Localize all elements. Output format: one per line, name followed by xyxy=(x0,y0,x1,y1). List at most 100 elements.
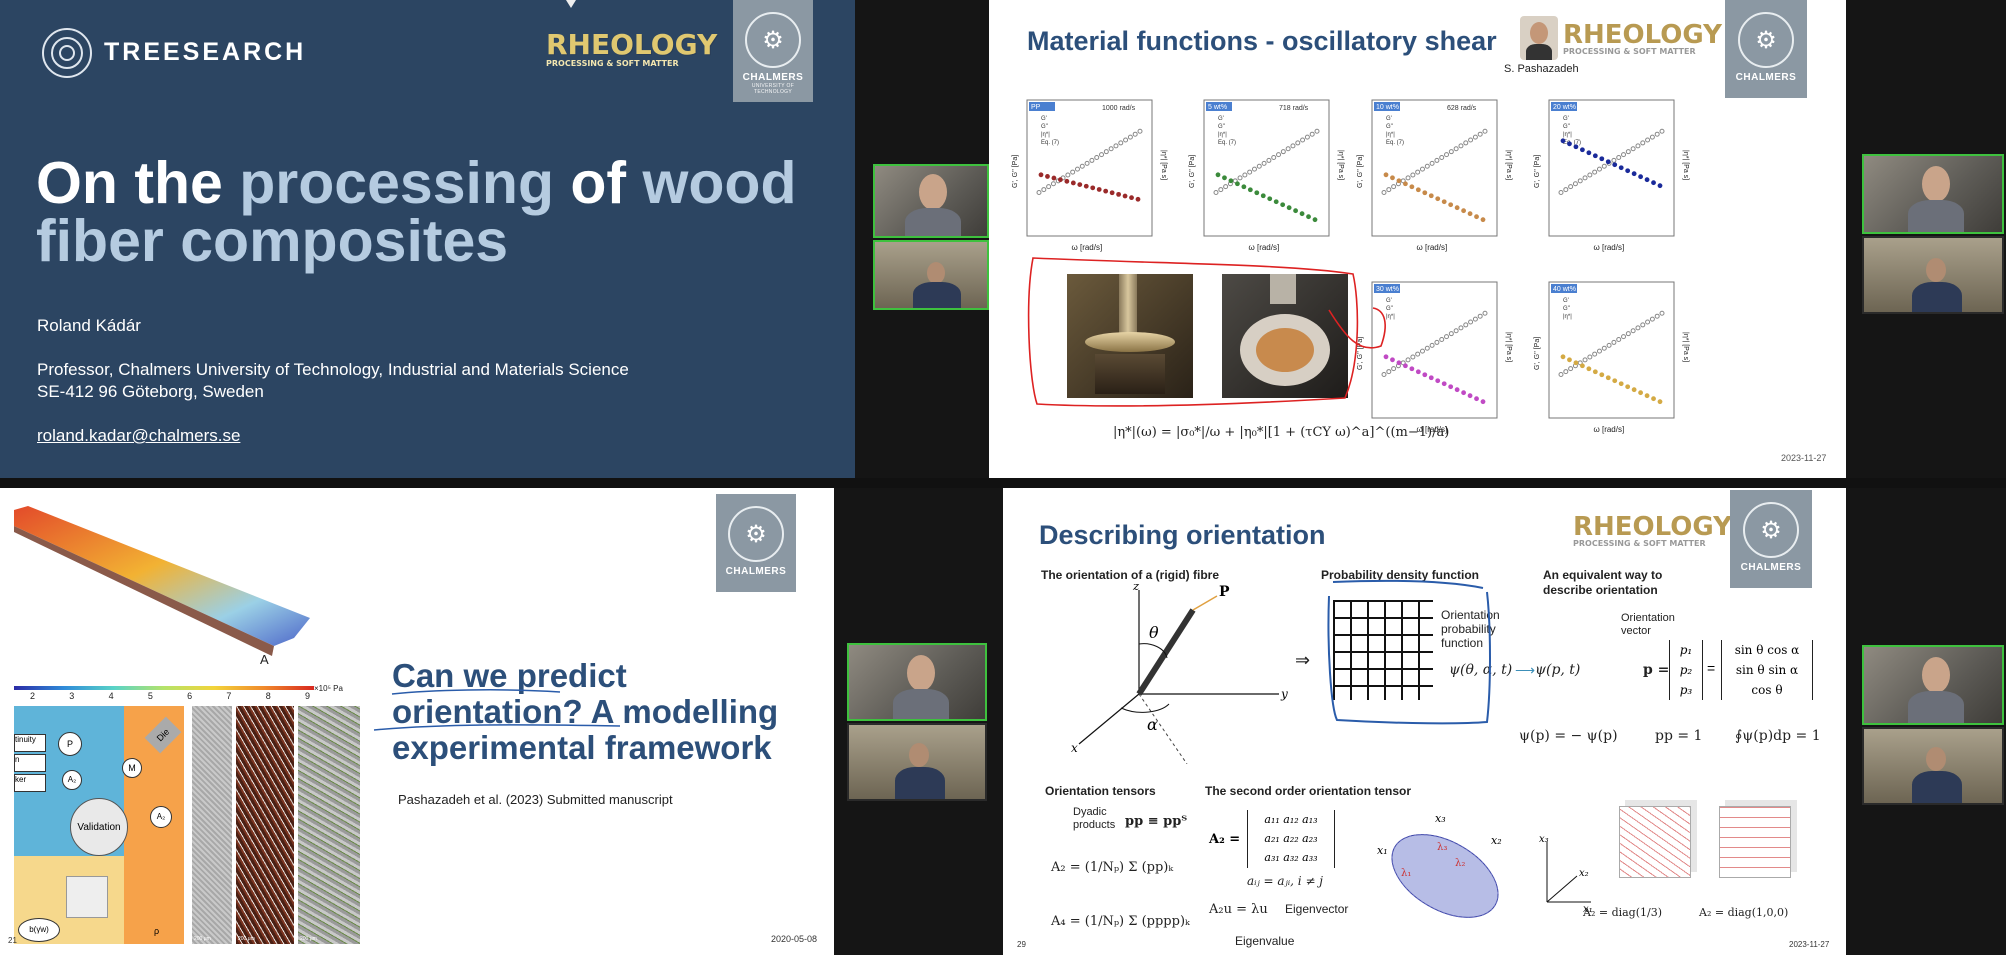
psi-t: ψ(p, t) xyxy=(1535,662,1581,678)
svg-text:|η*| [Pa s]: |η*| [Pa s] xyxy=(1682,332,1689,362)
svg-text:ω [rad/s]: ω [rad/s] xyxy=(1417,243,1448,252)
dyadic-eq: pp ≡ ppᵀ xyxy=(1125,814,1188,829)
video-tile-q1-a[interactable] xyxy=(873,164,989,238)
a2-isotropic: A₂ = diag(1/3) xyxy=(1583,906,1663,919)
svg-text:x₃: x₃ xyxy=(1435,814,1446,825)
aij-symmetry: aᵢⱼ = aⱼᵢ, i ≠ j xyxy=(1247,874,1324,888)
plot-panel-6: 40 wt%G'G''|η*|ω [rad/s]G', G'' [Pa]|η*|… xyxy=(1534,281,1689,434)
slide-title: Describing orientation xyxy=(1039,520,1326,550)
point-label-a: A xyxy=(260,652,269,667)
chalmers-logo: ⚙ CHALMERS xyxy=(716,494,796,592)
svg-text:10 wt%: 10 wt% xyxy=(1376,104,1399,111)
svg-text:ω [rad/s]: ω [rad/s] xyxy=(1594,425,1625,434)
svg-text:x₁: x₁ xyxy=(1583,904,1593,912)
slide-number: 21 xyxy=(8,936,17,945)
svg-text:|η*| [Pa s]: |η*| [Pa s] xyxy=(1682,150,1689,180)
svg-text:ω [rad/s]: ω [rad/s] xyxy=(1594,243,1625,252)
svg-text:Eq. (7): Eq. (7) xyxy=(1218,140,1236,146)
citation: Pashazadeh et al. (2023) Submitted manus… xyxy=(398,792,673,807)
svg-text:ω [rad/s]: ω [rad/s] xyxy=(1417,425,1448,434)
normalization-eq: pp = 1 xyxy=(1655,728,1703,744)
isotropic-cube xyxy=(1619,806,1691,878)
slide-title: Can we predict orientation? A modelling … xyxy=(392,657,779,766)
svg-text:718 rad/s: 718 rad/s xyxy=(1279,105,1309,112)
eigen-eq: A₂u = λu xyxy=(1209,902,1268,917)
slide-number: 29 xyxy=(1017,940,1026,949)
svg-text:G', G'' [Pa]: G', G'' [Pa] xyxy=(1357,337,1364,370)
affiliation-line1: Professor, Chalmers University of Techno… xyxy=(37,360,629,379)
svg-text:|η*| [Pa s]: |η*| [Pa s] xyxy=(1505,150,1512,180)
equation: |η*|(ω) = |σ₀*|/ω + |η₀*|[1 + (τCY ω)^a]… xyxy=(1113,425,1450,440)
svg-text:Eq. (7): Eq. (7) xyxy=(1041,140,1059,146)
chalmers-logo: ⚙ CHALMERS xyxy=(1725,0,1807,98)
affiliation-line2: SE-412 96 Göteborg, Sweden xyxy=(37,382,264,401)
implies-arrow: ⇒ xyxy=(1295,650,1311,670)
video-tile-q2-a[interactable] xyxy=(1862,154,2004,234)
fibre-axes-diagram: z y x P θ α xyxy=(1071,584,1288,764)
eigenvalue-label: Eigenvalue xyxy=(1235,934,1295,948)
colorbar xyxy=(14,686,314,690)
video-tile-q3-a[interactable] xyxy=(847,643,987,721)
svg-text:θ: θ xyxy=(1149,623,1159,642)
email-link[interactable]: roland.kadar@chalmers.se xyxy=(37,426,241,445)
svg-text:G'': G'' xyxy=(1563,306,1570,312)
section-fibre: The orientation of a (rigid) fibre xyxy=(1041,568,1219,582)
arrow-icon: ⟶ xyxy=(1515,662,1536,678)
micrograph-2: 200 μm xyxy=(236,706,294,944)
slide-date: 2020-05-08 xyxy=(771,934,818,944)
presenter-name: S. Pashazadeh xyxy=(1504,63,1579,75)
video-tile-q1-b[interactable] xyxy=(873,240,989,310)
a2-label: A₂ = xyxy=(1209,832,1241,847)
author: Roland Kádár xyxy=(37,316,141,335)
symmetry-eq: ψ(p) = − ψ(p) xyxy=(1519,728,1618,744)
svg-text:G': G' xyxy=(1386,298,1392,304)
q2-slide: Material functions - oscillatory shear R… xyxy=(989,0,1846,478)
chalmers-seal-icon: ⚙ xyxy=(1743,502,1799,558)
svg-text:G': G' xyxy=(1041,116,1047,122)
colorbar-unit: ×10⁵ Pa xyxy=(314,684,343,693)
svg-text:|η*|: |η*| xyxy=(1386,314,1395,320)
presenter-avatar xyxy=(1520,16,1558,60)
plot-panel-5: 30 wt%G'G''|η*|ω [rad/s]G', G'' [Pa]|η*|… xyxy=(1357,281,1512,434)
plot-panel-4: 20 wt%G'G''|η*|Eq. (7)ω [rad/s]G', G'' [… xyxy=(1534,99,1689,252)
svg-text:20 wt%: 20 wt% xyxy=(1553,104,1576,111)
micrograph-3: 200 μm xyxy=(298,706,360,944)
svg-text:30 wt%: 30 wt% xyxy=(1376,286,1399,293)
chalmers-logo: ⚙ CHALMERS UNIVERSITY OF TECHNOLOGY xyxy=(733,0,813,102)
rheometer-photo-2 xyxy=(1222,274,1348,398)
section-pdf: Probability density function xyxy=(1321,568,1480,582)
video-tile-q4-a[interactable] xyxy=(1862,645,2004,725)
svg-text:G', G'' [Pa]: G', G'' [Pa] xyxy=(1534,155,1541,188)
a2-average-eq: A₂ = (1/Nₚ) Σ (pp)ₖ xyxy=(1051,860,1174,875)
q4-slide: Describing orientation RHEOLOGY PROCESSI… xyxy=(1003,488,1846,955)
svg-text:G', G'' [Pa]: G', G'' [Pa] xyxy=(1189,155,1196,188)
integral-eq: ∮ψ(p)dp = 1 xyxy=(1735,728,1821,744)
svg-text:x: x xyxy=(1071,741,1078,755)
plot-panel-2: 5 wt%718 rad/sG'G''|η*|Eq. (7)ω [rad/s]G… xyxy=(1189,99,1344,252)
video-tile-q3-b[interactable] xyxy=(847,723,987,801)
validation-node: Validation xyxy=(70,798,128,856)
aligned-cube xyxy=(1719,806,1791,878)
video-tile-q4-b[interactable] xyxy=(1862,727,2004,805)
svg-text:Eq. (7): Eq. (7) xyxy=(1386,140,1404,146)
svg-text:x₂: x₂ xyxy=(1491,834,1502,847)
svg-text:λ₂: λ₂ xyxy=(1455,858,1465,869)
micrograph-1: 200 μm xyxy=(192,706,232,944)
die-simulation-image: A xyxy=(14,506,310,686)
video-tile-q2-b[interactable] xyxy=(1862,236,2004,314)
svg-text:G', G'' [Pa]: G', G'' [Pa] xyxy=(1534,337,1541,370)
validation-diagram: tinuity n ker Validation P A₂ M A₂ Die b… xyxy=(14,706,184,944)
svg-text:z: z xyxy=(1132,584,1140,593)
chalmers-seal-icon: ⚙ xyxy=(728,506,784,562)
svg-text:G'': G'' xyxy=(1386,306,1393,312)
treesearch-logo-text: TREESEARCH xyxy=(104,38,307,66)
svg-text:x₂: x₂ xyxy=(1579,868,1589,879)
chalmers-logo: ⚙ CHALMERS xyxy=(1730,490,1812,588)
svg-text:G'': G'' xyxy=(1386,124,1393,130)
svg-text:G': G' xyxy=(1563,298,1569,304)
